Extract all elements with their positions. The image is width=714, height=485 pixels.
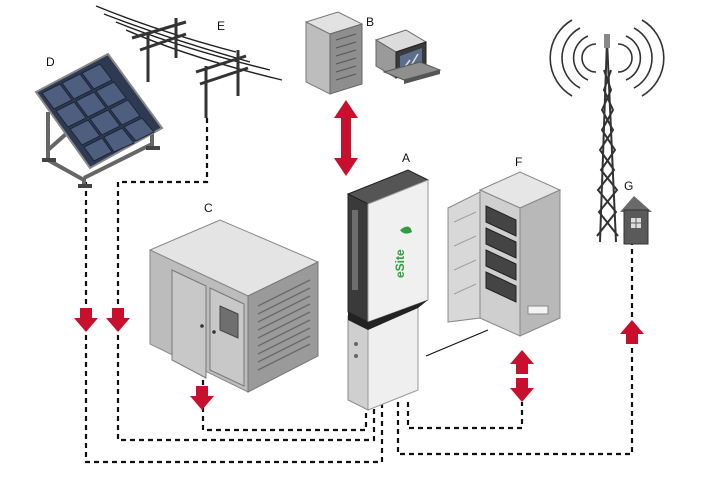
power-line-icon	[95, 5, 283, 118]
label-e: E	[217, 19, 225, 33]
up-arrow-icon	[620, 320, 644, 344]
label-a: A	[402, 151, 410, 165]
power-cabinet	[346, 169, 430, 411]
equipment-shelter-icon	[620, 196, 652, 245]
label-f: F	[515, 155, 522, 169]
battery-link-line	[425, 329, 489, 357]
down-arrow-icon	[74, 308, 98, 332]
diesel-generator-icon	[148, 219, 320, 393]
solar-panel-icon	[34, 52, 164, 188]
double-arrow-icon	[334, 100, 358, 176]
down-arrow-icon	[190, 386, 214, 410]
server-tower-icon	[304, 11, 364, 95]
cable-generator-to-cabinet	[201, 380, 368, 432]
cable-battery-to-cabinet	[406, 402, 524, 430]
down-arrow-icon	[510, 378, 534, 402]
label-b: B	[366, 15, 374, 29]
label-d: D	[46, 55, 55, 69]
label-g: G	[624, 179, 633, 193]
cabinet-brand: eSite	[393, 249, 407, 278]
up-arrow-icon	[510, 350, 534, 374]
energy-flow-arrows	[74, 100, 644, 410]
cable-load-to-cabinet	[396, 244, 634, 456]
label-c: C	[204, 201, 213, 215]
computer-workstation-icon	[374, 29, 442, 84]
battery-cabinet-icon	[447, 171, 562, 337]
down-arrow-icon	[106, 308, 130, 332]
radio-tower-icon	[549, 19, 665, 243]
